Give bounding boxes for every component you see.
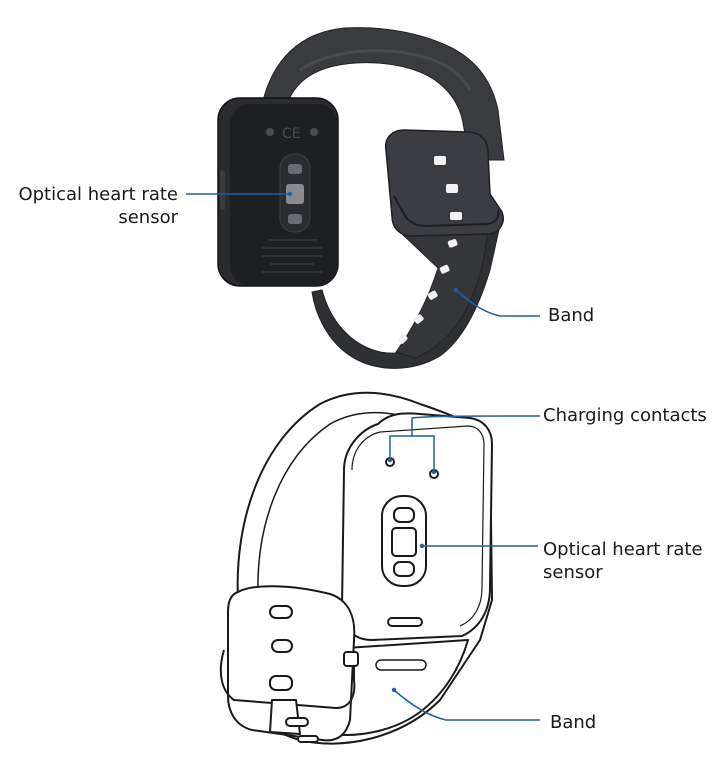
strap-slot (375, 659, 427, 671)
band-highlight (299, 49, 472, 91)
side-button (220, 170, 225, 210)
callout-line-bottom-band (393, 689, 540, 721)
label-top-optical-sensor-line1: Optical heart rate (18, 184, 178, 205)
buckle-frame (219, 649, 356, 709)
body-slot (387, 617, 423, 627)
engraved-text (262, 239, 322, 273)
contact-dot-right (310, 128, 318, 136)
label-bottom-optical-sensor: Optical heart rate sensor (543, 538, 703, 584)
callout-line-top-band (455, 289, 540, 317)
contact-dot-left (266, 128, 274, 136)
callout-lines-bottom (387, 415, 541, 721)
label-bottom-optical-sensor-line2: sensor (543, 562, 603, 583)
callout-line-charging (389, 415, 541, 458)
buckle-edge (393, 195, 500, 228)
callout-lines-top (186, 191, 540, 317)
band-buckle (384, 129, 504, 237)
label-bottom-optical-sensor-line1: Optical heart rate (543, 539, 703, 560)
label-charging-contacts: Charging contacts (543, 405, 707, 426)
watch-body-inner (351, 425, 485, 627)
band-top-loop (261, 27, 505, 161)
band-bottom-loop (311, 224, 501, 369)
buckle-holes (434, 156, 462, 220)
label-top-band: Band (548, 305, 595, 326)
label-bottom-band: Band (550, 712, 597, 733)
label-top-optical-sensor: Optical heart rate sensor (18, 183, 178, 229)
band-loop-inner (257, 411, 411, 597)
band-strap-right (395, 225, 489, 359)
loop-slot-bottom-2 (297, 735, 319, 743)
watch-line-drawing-icon (219, 391, 493, 745)
buckle-pin (343, 651, 359, 667)
ce-mark: CE (282, 126, 301, 142)
band-holes (397, 239, 458, 344)
loop-slot-bottom (285, 717, 309, 727)
watch-back-view-icon: CE (217, 27, 505, 369)
label-top-optical-sensor-line2: sensor (118, 207, 178, 228)
